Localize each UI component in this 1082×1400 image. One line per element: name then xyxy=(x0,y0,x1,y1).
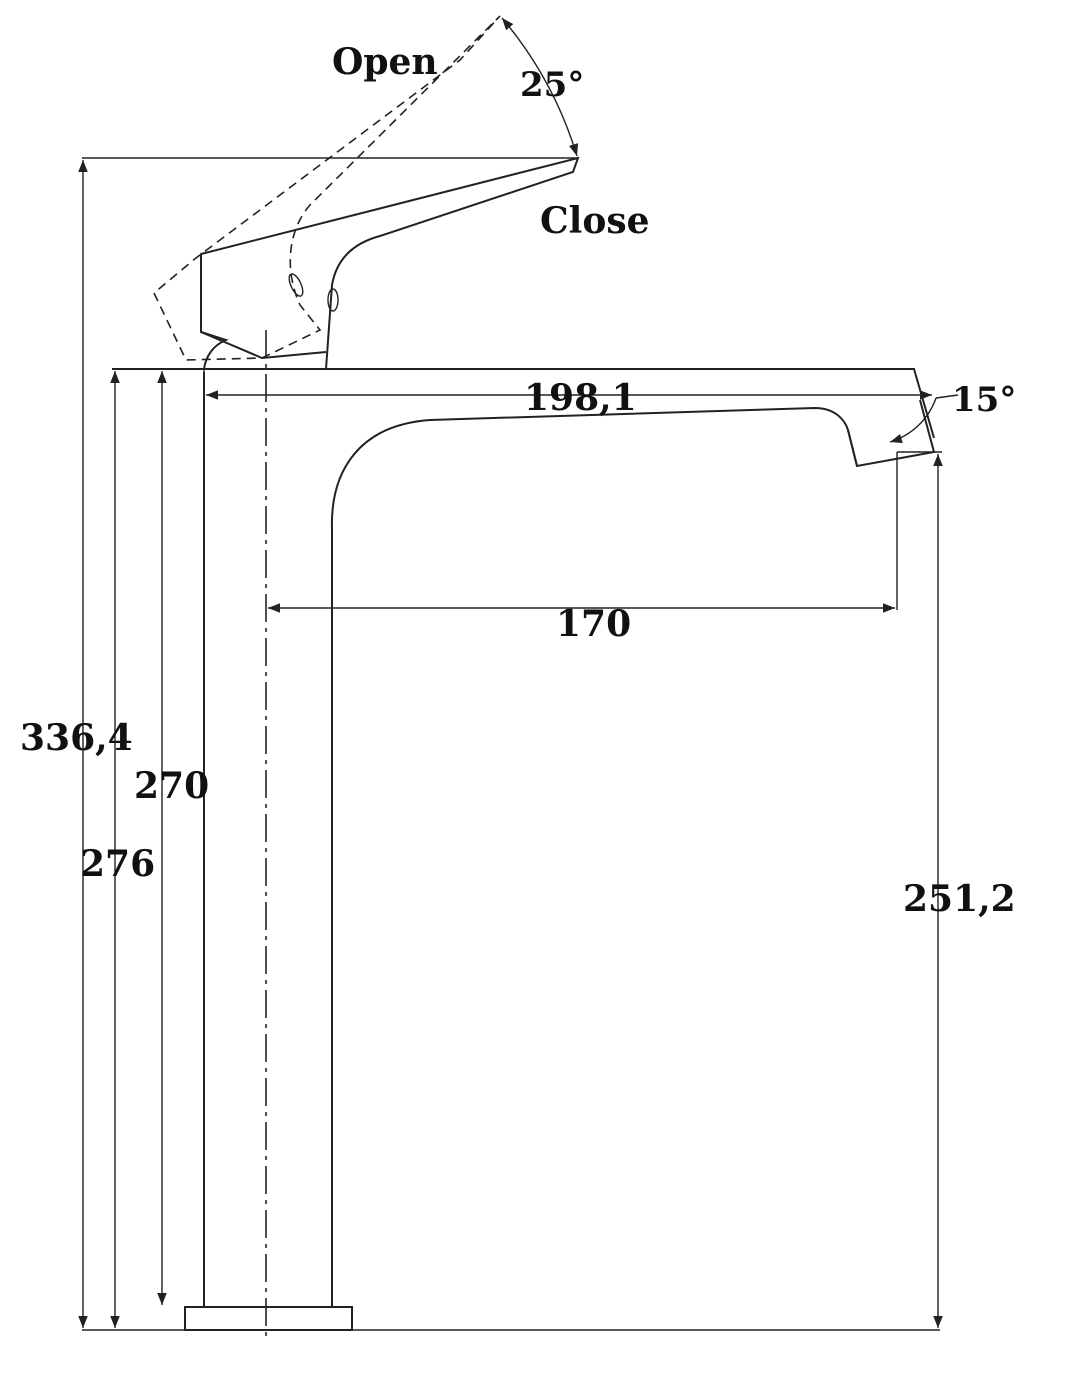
labels: Open Close 25° 15° 336,4 270 276 251,2 1… xyxy=(20,41,1016,920)
dim-total-height: 336,4 xyxy=(20,717,133,759)
label-close: Close xyxy=(540,200,650,242)
dim-outlet-height: 251,2 xyxy=(903,878,1016,920)
label-open: Open xyxy=(332,41,438,83)
handle-screw xyxy=(327,288,339,312)
arc-spout-angle xyxy=(889,397,937,444)
base-plate xyxy=(184,1306,353,1331)
arc-open-angle xyxy=(501,17,579,157)
handle-closed-outline xyxy=(200,156,580,370)
dim-spout-top-height: 270 xyxy=(134,765,209,807)
spout-outlet xyxy=(847,429,858,467)
spout-underside xyxy=(330,399,936,531)
handle-open-screw xyxy=(288,273,304,297)
handle-open-outline xyxy=(153,15,501,361)
handle-open xyxy=(153,15,501,361)
faucet-body xyxy=(112,368,936,1331)
label-angle-spout: 15° xyxy=(952,380,1016,420)
label-angle-open: 25° xyxy=(520,65,584,105)
extension-lines xyxy=(82,157,942,1331)
dim-reach: 170 xyxy=(556,603,631,645)
handle-closed xyxy=(200,156,580,370)
dim-body-height: 276 xyxy=(80,843,155,885)
spout-top-edge xyxy=(112,368,935,439)
dimension-lines xyxy=(78,17,959,1328)
dim-spout-length: 198,1 xyxy=(524,377,637,419)
